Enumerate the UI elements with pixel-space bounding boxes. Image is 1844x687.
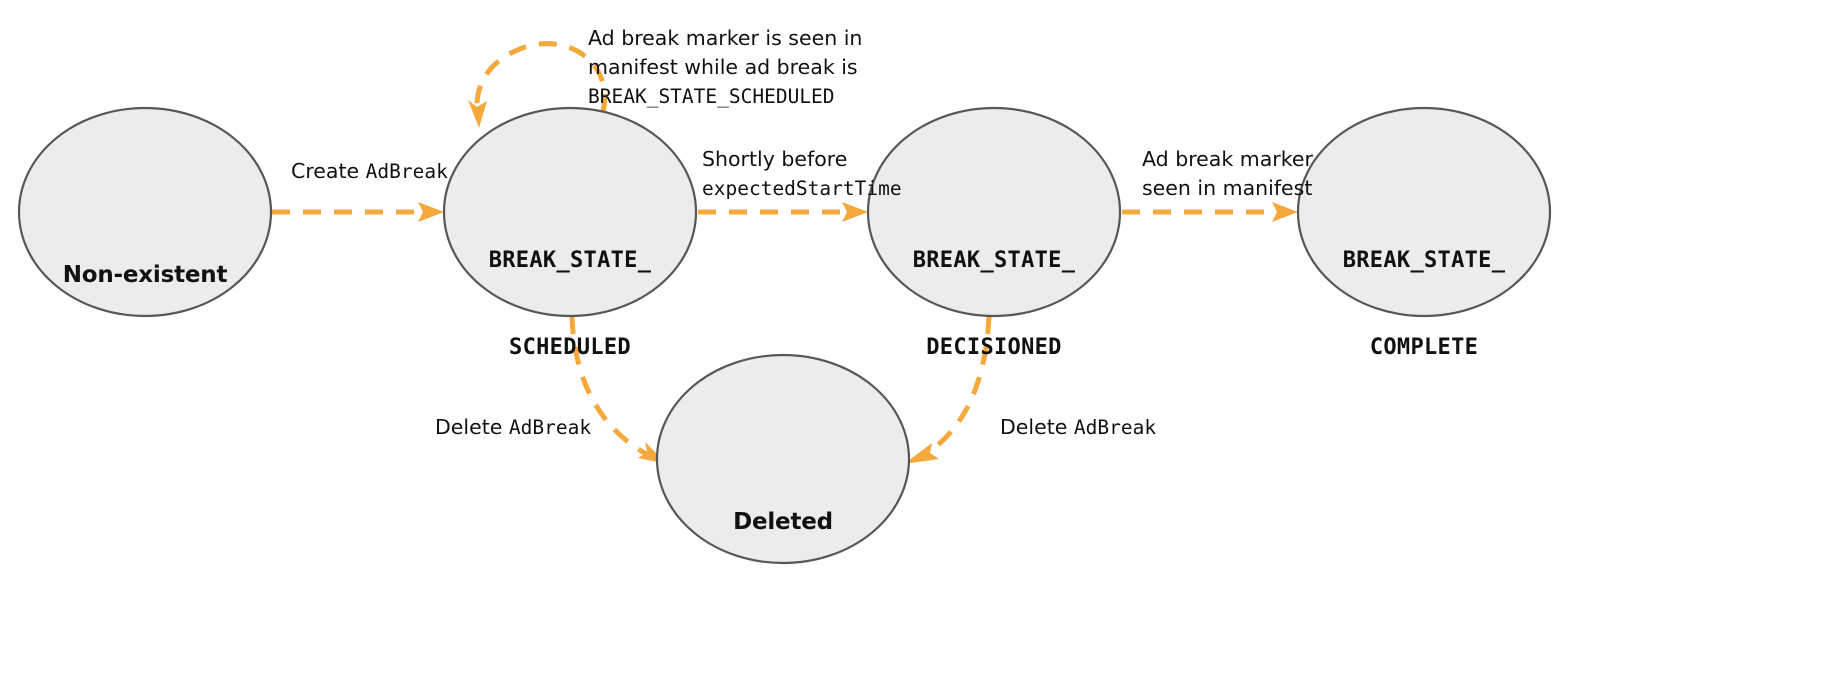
edge-label-line: Ad break marker is seen in [588,24,862,53]
edge-label-line: Create AdBreak [291,157,448,186]
edge-label-create: Create AdBreak [291,157,448,186]
edge-label-code: BREAK_STATE_SCHEDULED [588,85,835,109]
edge-create-arrowhead [418,202,444,222]
edge-label-text: Ad break marker is seen in [588,26,863,50]
edge-label-line: Ad break marker [1142,145,1313,174]
state-node-scheduled[interactable] [442,106,698,318]
edge-label-text: Delete [1000,415,1074,439]
edge-label-line: BREAK_STATE_SCHEDULED [588,82,862,111]
edge-create [272,202,444,222]
edge-label-text: manifest while ad break is [588,55,858,80]
edge-scheduled-decisioned-arrowhead [842,202,868,222]
edge-label-line: Delete AdBreak [1000,413,1156,442]
edge-label-text: seen in manifest [1142,176,1313,201]
edge-label-code: AdBreak [365,160,448,183]
state-node-complete[interactable] [1296,106,1552,318]
edge-label-code: expectedStartTime [702,177,902,201]
edge-label-text: Delete [435,415,509,439]
edge-self-loop-line [474,41,608,113]
edge-label-text: Create [291,159,366,183]
edge-label-line: Delete AdBreak [435,413,591,442]
state-node-deleted[interactable] [655,353,911,565]
edge-label-scheduled-to-deleted: Delete AdBreak [435,413,591,442]
edge-self-loop-arrowhead [468,100,487,128]
edge-label-code: AdBreak [508,416,592,439]
edge-label-line: seen in manifest [1142,174,1313,203]
edge-label-decisioned-to-deleted: Delete AdBreak [1000,413,1156,442]
state-node-decisioned[interactable] [866,106,1122,318]
edge-label-code: AdBreak [1073,416,1157,439]
edge-decisioned-deleted-arrowhead [904,443,939,464]
edge-label-scheduled-to-decisioned: Shortly before expectedStartTime [702,145,902,203]
edge-decisioned-to-complete [1122,202,1298,222]
state-node-non-existent[interactable] [17,106,273,318]
edge-label-decisioned-to-complete: Ad break marker seen in manifest [1142,145,1313,203]
edge-label-self-loop-scheduled: Ad break marker is seen in manifest while… [588,24,862,111]
edge-decisioned-deleted-line [920,315,992,459]
edge-label-line: Shortly before [702,145,902,174]
edge-label-text: Shortly before [702,147,848,171]
edge-decisioned-to-deleted [904,315,992,464]
edge-scheduled-to-decisioned [698,202,868,222]
edge-label-text: Ad break marker [1142,147,1313,171]
edge-label-line: expectedStartTime [702,174,902,203]
edge-self-loop-scheduled [468,41,608,128]
edge-decisioned-complete-arrowhead [1272,202,1298,222]
edge-label-line: manifest while ad break is [588,53,862,82]
